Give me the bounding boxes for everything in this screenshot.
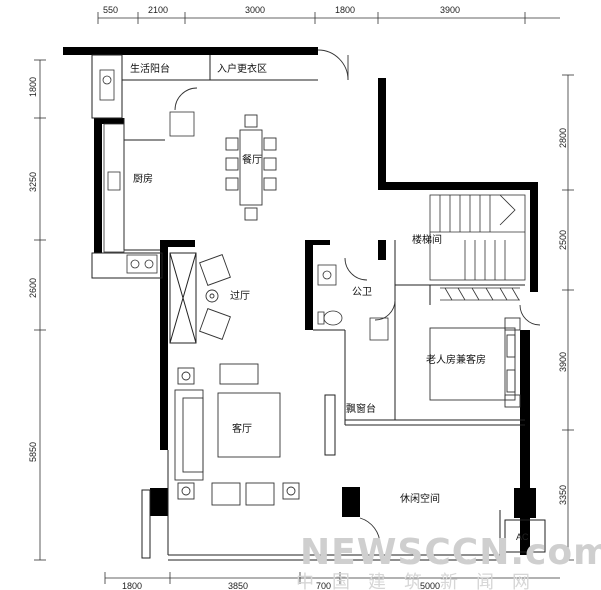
dim-bottom-1: 1800 [122, 581, 142, 590]
watermark-text: NEWSCCN.com [300, 532, 601, 573]
room-label-leisure: 休闲空间 [400, 492, 440, 505]
dimension-lines [34, 12, 574, 584]
partitions [91, 54, 546, 561]
dim-top-4: 1800 [335, 5, 355, 15]
dim-top-3: 3000 [245, 5, 265, 15]
bathroom-fixtures [317, 264, 389, 341]
room-label-living-room: 客厅 [232, 422, 252, 435]
room-label-kitchen: 厨房 [133, 172, 153, 185]
room-label-bathroom: 公卫 [352, 287, 372, 298]
dim-left-4: 5850 [28, 442, 38, 462]
dim-top-5: 3900 [440, 5, 460, 15]
room-label-hall: 过厅 [230, 289, 250, 302]
stair-treads [429, 194, 526, 281]
dim-bottom-2: 3850 [228, 581, 248, 590]
dim-left-2: 3250 [28, 172, 38, 192]
walls [63, 47, 538, 555]
dim-top-2: 2100 [148, 5, 168, 15]
watermark-subtext: 中国建筑新闻网 [296, 572, 548, 590]
kitchen-fixtures [99, 69, 195, 274]
dining-table [225, 114, 277, 221]
room-label-dining: 餐厅 [242, 153, 262, 166]
dim-bottom-3: 700 [316, 581, 331, 590]
dim-right-1: 2800 [558, 128, 568, 148]
dim-top-1: 550 [103, 5, 118, 15]
ac-label: AC [516, 532, 529, 542]
dim-left-3: 2600 [28, 278, 38, 298]
room-label-elder-guest: 老人房兼客房 [426, 353, 486, 366]
room-label-bay-window: 飘窗台 [346, 402, 376, 415]
room-label-entry-closet: 入户更衣区 [217, 62, 267, 75]
wardrobe [440, 287, 520, 301]
hall-armchairs [199, 254, 231, 340]
room-label-stair: 楼梯间 [412, 233, 442, 246]
dim-right-2: 2500 [558, 230, 568, 250]
bed [429, 317, 521, 408]
dim-right-3: 3900 [558, 352, 568, 372]
dim-right-4: 3350 [558, 485, 568, 505]
dim-bottom-4: 5000 [420, 581, 440, 590]
door-swings [174, 49, 541, 546]
dim-left-1: 1800 [28, 77, 38, 97]
living-furniture [174, 363, 300, 506]
room-label-living-balcony: 生活阳台 [130, 62, 170, 75]
